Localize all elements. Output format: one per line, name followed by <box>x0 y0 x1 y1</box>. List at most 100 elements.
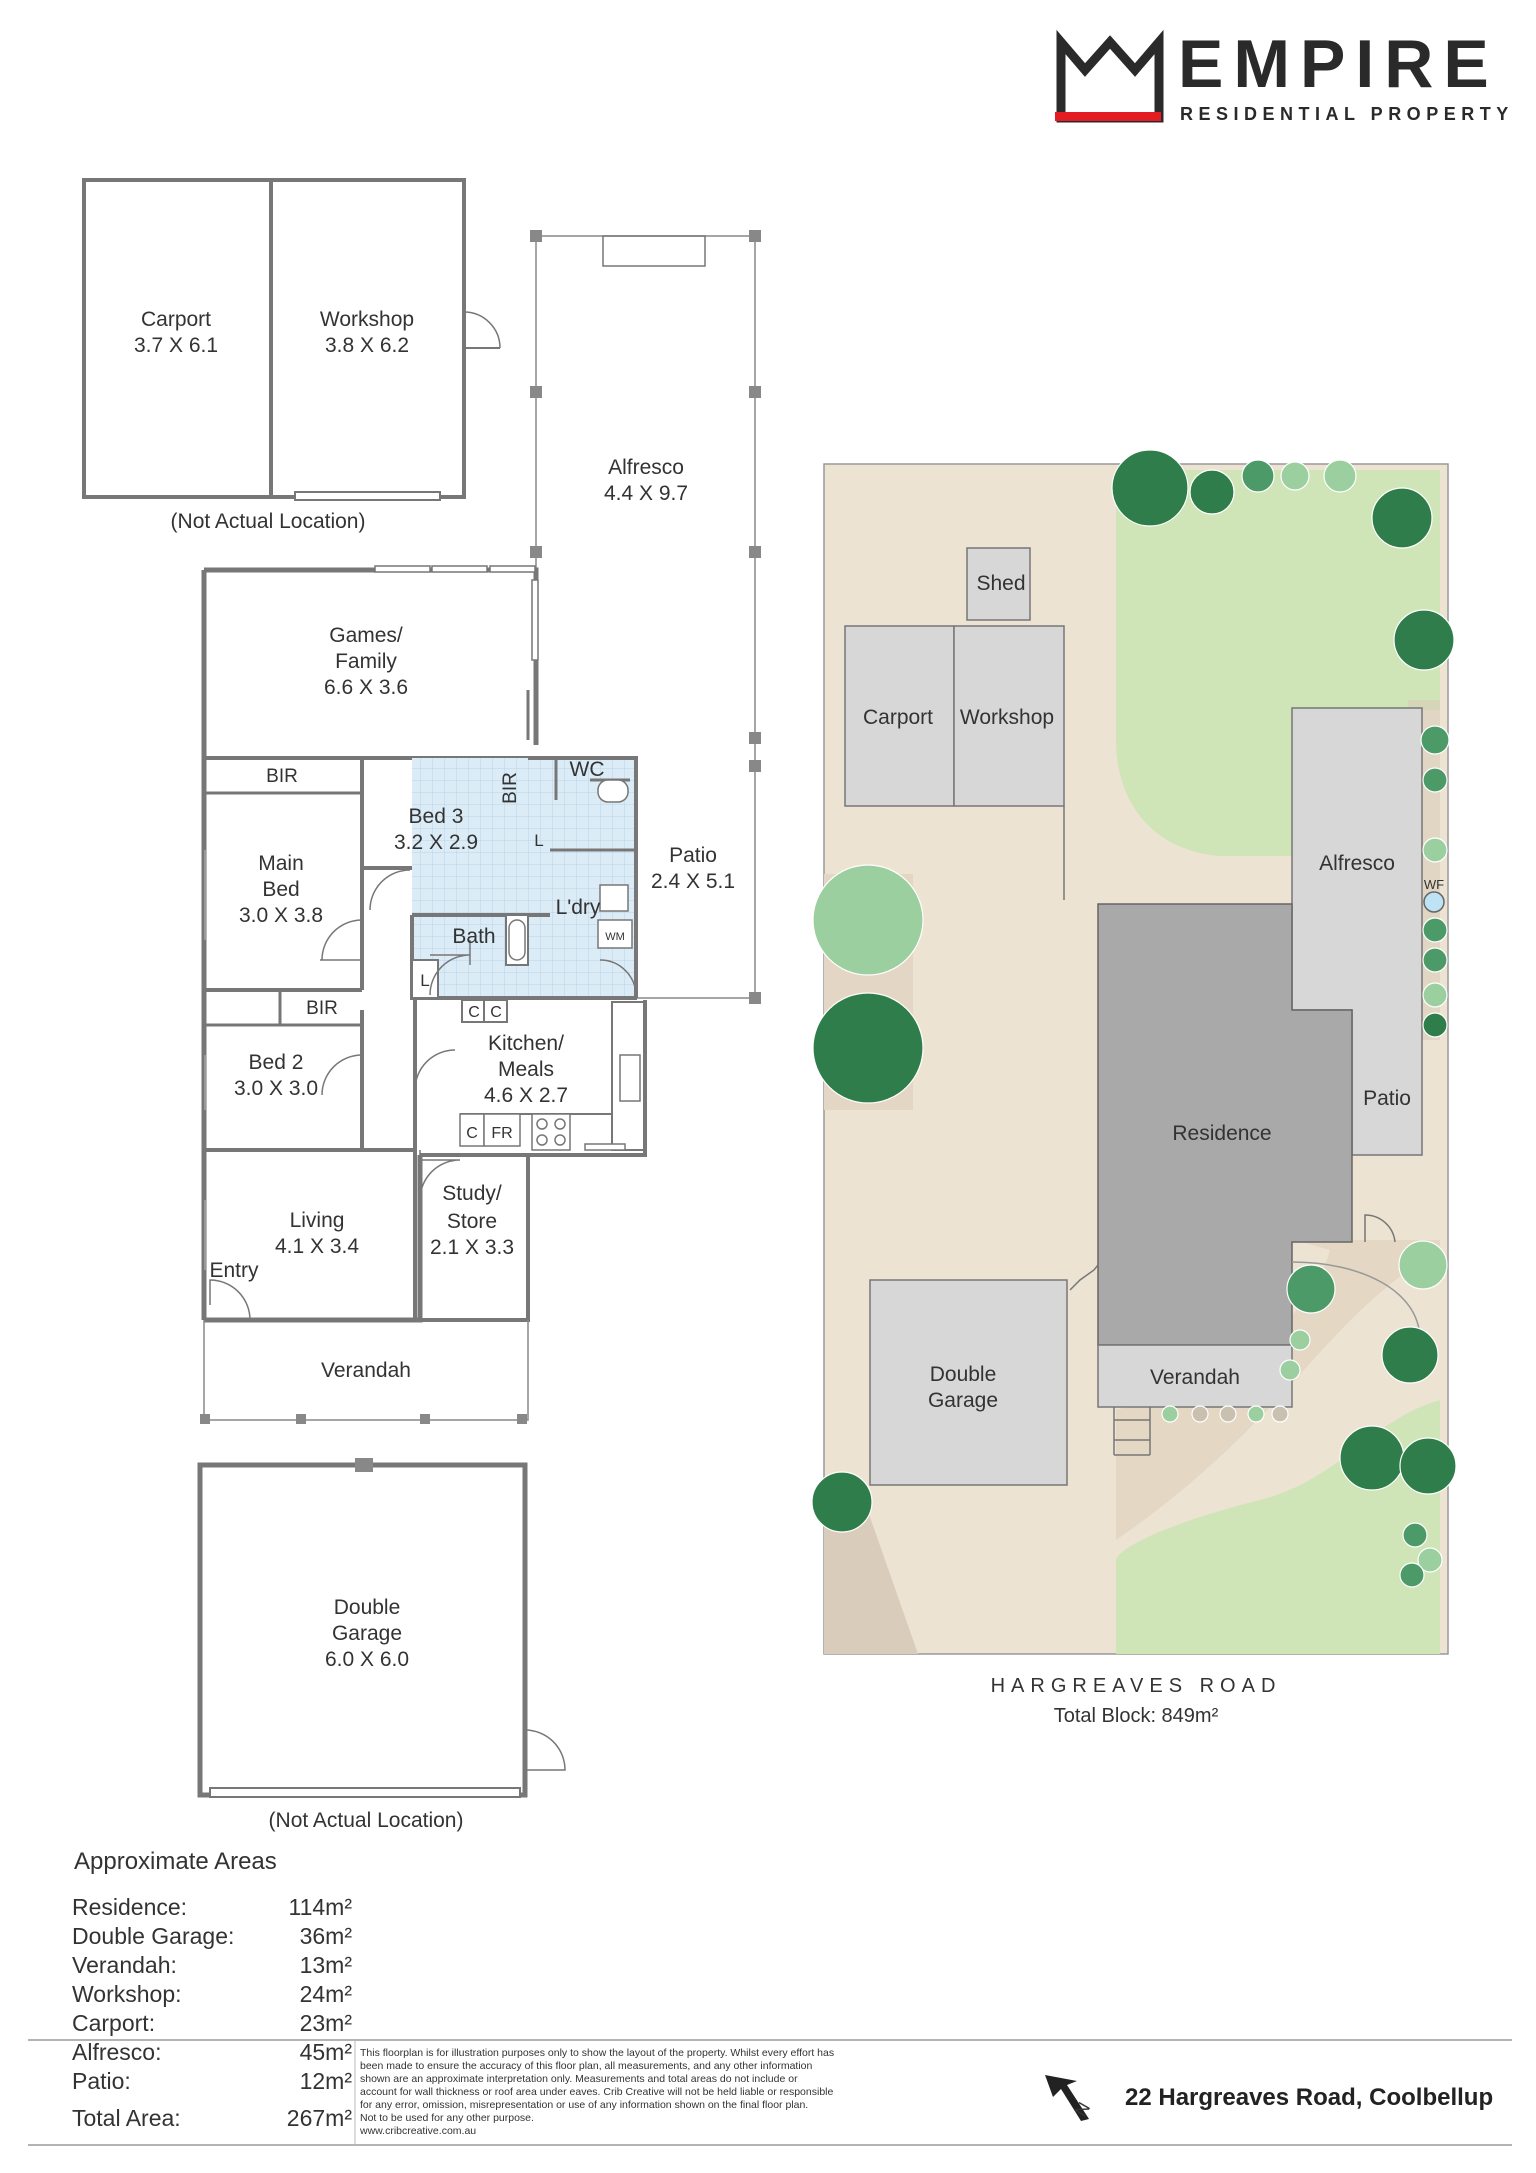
total-area-label: Total Area: <box>72 2105 181 2131</box>
bed2-label: Bed 2 <box>249 1051 304 1074</box>
laundry-label: L'dry <box>556 896 601 919</box>
area-label: Verandah: <box>72 1952 177 1978</box>
area-value: 12m² <box>299 2068 352 2094</box>
areas-title: Approximate Areas <box>74 1848 277 1875</box>
area-row: Patio: 12m² <box>72 2067 352 2096</box>
main-bed-label-2: Bed <box>262 878 299 901</box>
study-dims: 2.1 X 3.3 <box>430 1236 514 1259</box>
areas-list: Residence: 114m² Double Garage: 36m² Veran… <box>72 1893 352 2133</box>
kitchen-label-2: Meals <box>498 1058 554 1081</box>
outbuilding-note: (Not Actual Location) <box>171 510 366 533</box>
area-label: Workshop: <box>72 1981 182 2007</box>
area-row: Carport: 23m² <box>72 2009 352 2038</box>
area-row: Residence: 114m² <box>72 1893 352 1922</box>
disclaimer-line: This floorplan is for illustration purpo… <box>360 2047 835 2059</box>
area-value: 13m² <box>299 1952 352 1978</box>
area-label: Residence: <box>72 1894 188 1920</box>
site-verandah-label: Verandah <box>1150 1366 1240 1389</box>
wc-label: WC <box>570 758 605 781</box>
cupboard-label-1: C <box>468 1004 480 1021</box>
brand-tagline: RESIDENTIAL PROPERTY <box>1180 104 1514 124</box>
area-row: Alfresco: 45m² <box>72 2038 352 2067</box>
study-label-1: Study/ <box>442 1182 502 1205</box>
games-label-1: Games/ <box>329 624 403 647</box>
entry-label: Entry <box>209 1259 259 1282</box>
garage-label-2: Garage <box>332 1622 402 1645</box>
alfresco-dims: 4.4 X 9.7 <box>604 482 688 505</box>
area-label: Alfresco: <box>72 2039 162 2065</box>
site-garage-label-1: Double <box>930 1363 997 1386</box>
brand-name: EMPIRE <box>1178 26 1499 102</box>
area-label: Double Garage: <box>72 1923 235 1949</box>
bed3-label: Bed 3 <box>409 805 464 828</box>
area-row: Workshop: 24m² <box>72 1980 352 2009</box>
disclaimer-line: Not to be used for any other purpose. <box>360 2112 534 2124</box>
site-carport-label: Carport <box>863 706 933 729</box>
site-plan <box>811 449 1457 1655</box>
area-value: 23m² <box>299 2010 352 2036</box>
site-workshop-label: Workshop <box>960 706 1054 729</box>
bed2-dims: 3.0 X 3.0 <box>234 1077 318 1100</box>
garage-label-1: Double <box>334 1596 401 1619</box>
main-bed-label-1: Main <box>258 852 304 875</box>
patio-dims: 2.4 X 5.1 <box>651 870 735 893</box>
north-arrow-icon: N <box>1045 2075 1094 2121</box>
area-value: 45m² <box>299 2039 352 2065</box>
site-residence-label: Residence <box>1172 1122 1271 1145</box>
brand-accent-bar <box>1055 112 1161 121</box>
area-value: 36m² <box>299 1923 352 1949</box>
alfresco-label: Alfresco <box>608 456 684 479</box>
property-address: 22 Hargreaves Road, Coolbellup <box>1125 2084 1494 2111</box>
garage-note: (Not Actual Location) <box>269 1809 464 1832</box>
site-water-feature-label: WF <box>1424 877 1444 892</box>
workshop-label: Workshop <box>320 308 414 331</box>
games-label-2: Family <box>335 650 397 673</box>
disclaimer-line: for any error, omission, misrepresentati… <box>360 2099 809 2111</box>
bath-label: Bath <box>452 925 495 948</box>
site-alfresco-label: Alfresco <box>1319 852 1395 875</box>
garage-dims: 6.0 X 6.0 <box>325 1648 409 1671</box>
washing-machine-label: WM <box>605 931 625 943</box>
cupboard-label-3: C <box>466 1125 478 1142</box>
total-area-value: 267m² <box>286 2105 352 2131</box>
disclaimer-line: been made to ensure the accuracy of this… <box>360 2060 813 2072</box>
area-label: Carport: <box>72 2010 156 2036</box>
bir-label-1: BIR <box>266 766 298 787</box>
site-shed-label: Shed <box>976 572 1025 595</box>
area-row: Double Garage: 36m² <box>72 1922 352 1951</box>
north-arrow-letter: N <box>1070 2099 1094 2120</box>
living-label: Living <box>290 1209 345 1232</box>
workshop-dims: 3.8 X 6.2 <box>325 334 409 357</box>
area-value: 24m² <box>299 1981 352 2007</box>
disclaimer: This floorplan is for illustration purpo… <box>360 2047 960 2138</box>
total-block: Total Block: 849m² <box>1054 1705 1219 1727</box>
linen-label-2: L <box>420 971 429 990</box>
patio-label: Patio <box>669 844 717 867</box>
cupboard-label-2: C <box>490 1004 502 1021</box>
linen-label-1: L <box>534 831 543 850</box>
bir-label-3: BIR <box>306 998 338 1019</box>
games-dims: 6.6 X 3.6 <box>324 676 408 699</box>
site-patio-label: Patio <box>1363 1087 1411 1110</box>
carport-label: Carport <box>141 308 211 331</box>
total-area-row: Total Area: 267m² <box>72 2104 352 2133</box>
kitchen-dims: 4.6 X 2.7 <box>484 1084 568 1107</box>
carport-dims: 3.7 X 6.1 <box>134 334 218 357</box>
fridge-label: FR <box>491 1125 512 1142</box>
floor-plan <box>82 178 761 1798</box>
study-label-2: Store <box>447 1210 497 1233</box>
bed3-dims: 3.2 X 2.9 <box>394 831 478 854</box>
disclaimer-line: account for wall thickness or roof area … <box>360 2086 834 2098</box>
living-dims: 4.1 X 3.4 <box>275 1235 359 1258</box>
verandah-label: Verandah <box>321 1359 411 1382</box>
area-value: 114m² <box>288 1894 353 1920</box>
bir-label-2: BIR <box>500 772 521 804</box>
kitchen-label-1: Kitchen/ <box>488 1032 564 1055</box>
disclaimer-link[interactable]: www.cribcreative.com.au <box>360 2125 477 2137</box>
area-label: Patio: <box>72 2068 131 2094</box>
main-bed-dims: 3.0 X 3.8 <box>239 904 323 927</box>
area-row: Verandah: 13m² <box>72 1951 352 1980</box>
site-garage-label-2: Garage <box>928 1389 998 1412</box>
disclaimer-line: shown are an approximate interpretation … <box>360 2073 798 2085</box>
